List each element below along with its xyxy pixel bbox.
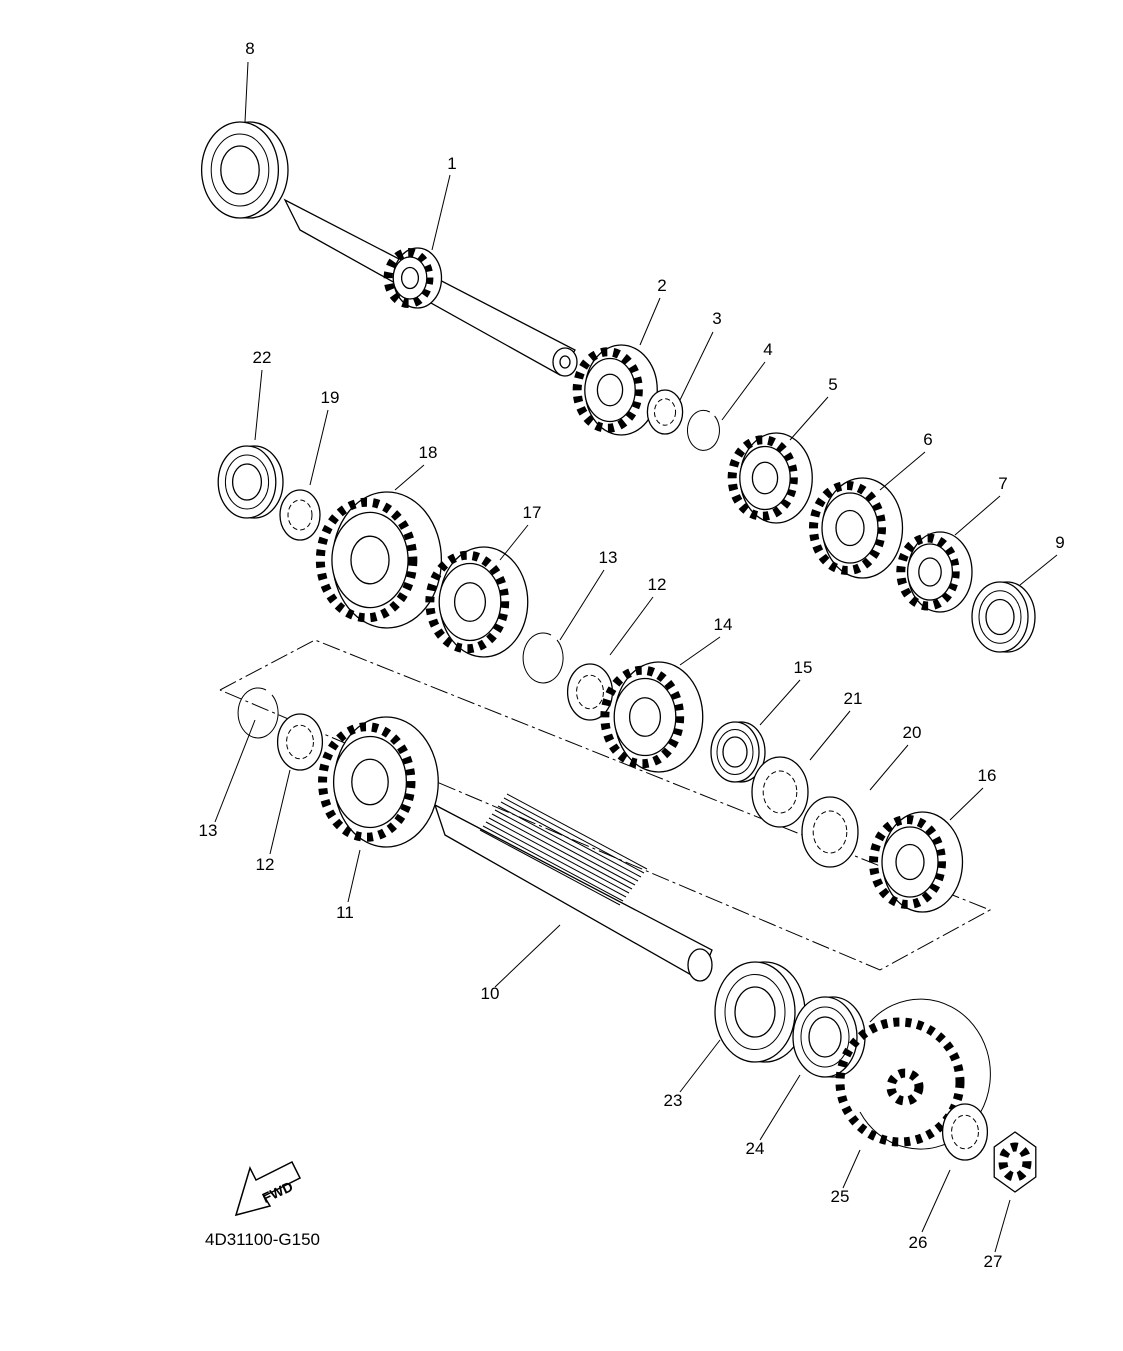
callout-27: 27 [984, 1252, 1003, 1271]
callout-26: 26 [909, 1233, 928, 1252]
part-27-nut [993, 1131, 1037, 1193]
callout-14: 14 [714, 615, 733, 634]
part-8-bearing [200, 121, 289, 219]
leader-line-26 [921, 1169, 951, 1233]
leader-line-24 [759, 1074, 801, 1141]
callout-5: 5 [828, 375, 837, 394]
part-1-gear [383, 247, 443, 309]
leader-line-9 [1019, 554, 1058, 586]
leader-line-4 [721, 361, 766, 421]
part-21-washer [751, 756, 809, 828]
part-2-gear [572, 344, 658, 436]
diagram-code: 4D31100-G150 [205, 1230, 320, 1249]
part-20-washer [801, 796, 859, 868]
callout-23: 23 [664, 1091, 683, 1110]
part-18-gear [315, 491, 443, 629]
callout-12: 12 [256, 855, 275, 874]
callout-16: 16 [978, 766, 997, 785]
leader-line-1 [431, 174, 451, 251]
part-26-washer [941, 1103, 989, 1161]
part-6-gear [809, 477, 904, 579]
leader-line-16 [949, 787, 984, 821]
leader-line-20 [869, 744, 909, 791]
part-9-bearing [971, 581, 1036, 653]
callout-11: 11 [336, 903, 354, 922]
callout-1: 1 [447, 154, 456, 173]
callout-20: 20 [903, 723, 922, 742]
part-13-clip [522, 632, 564, 684]
callout-9: 9 [1055, 533, 1064, 552]
leader-line-14 [679, 636, 721, 666]
callout-22: 22 [253, 348, 272, 367]
leader-line-25 [842, 1149, 861, 1189]
part-14-gear [600, 661, 704, 773]
part-4-clip [686, 409, 720, 451]
leader-line-7 [954, 495, 1001, 536]
leader-line-27 [994, 1199, 1011, 1253]
part-12-washer [276, 713, 324, 771]
callout-15: 15 [794, 658, 813, 677]
part-22-bearing [217, 445, 284, 519]
leader-line-21 [809, 710, 851, 761]
callout-21: 21 [844, 689, 863, 708]
subassembly-boundary [219, 639, 992, 971]
callout-24: 24 [746, 1139, 765, 1158]
part-5-gear [727, 432, 813, 524]
leader-line-6 [879, 451, 926, 491]
leader-line-12 [609, 596, 654, 656]
leader-line-13 [214, 719, 256, 823]
part-25-sprocket [835, 998, 991, 1150]
part-16-gear [869, 811, 964, 913]
part-3-washer [646, 389, 684, 435]
part-15-bearing [710, 721, 766, 783]
callout-13: 13 [599, 548, 618, 567]
leader-line-5 [789, 396, 829, 441]
leader-line-8 [244, 61, 249, 123]
part-24-bearing [792, 996, 866, 1078]
callout-6: 6 [923, 430, 932, 449]
part-19-washer [279, 489, 321, 541]
callout-8: 8 [245, 39, 254, 58]
leader-line-2 [639, 297, 661, 346]
leader-line-15 [759, 679, 801, 726]
callout-4: 4 [763, 340, 772, 359]
part-7-gear [896, 531, 973, 613]
leader-line-17 [499, 524, 529, 561]
leader-line-3 [679, 331, 714, 401]
callout-17: 17 [523, 503, 542, 522]
leader-line-23 [679, 1039, 721, 1093]
leader-line-10 [494, 924, 561, 988]
part-11-gear [318, 716, 439, 848]
part-13-clip [237, 687, 279, 739]
callout-18: 18 [419, 443, 438, 462]
leader-line-11 [347, 849, 361, 903]
part-17-gear [425, 546, 529, 658]
callout-2: 2 [657, 276, 666, 295]
drive-axle-shaft [433, 793, 713, 982]
callout-3: 3 [712, 309, 721, 328]
leader-line-13 [559, 569, 605, 641]
callout-13: 13 [199, 821, 218, 840]
part-23-bearing [714, 961, 806, 1063]
callout-12: 12 [648, 575, 667, 594]
leader-line-19 [309, 409, 329, 486]
callout-19: 19 [321, 388, 340, 407]
callout-25: 25 [831, 1187, 850, 1206]
fwd-arrow-icon: FWD [234, 1160, 302, 1217]
callout-10: 10 [481, 984, 500, 1003]
leader-line-22 [254, 369, 263, 441]
callout-7: 7 [998, 474, 1007, 493]
leader-line-18 [394, 464, 425, 491]
leader-line-12 [269, 769, 291, 855]
